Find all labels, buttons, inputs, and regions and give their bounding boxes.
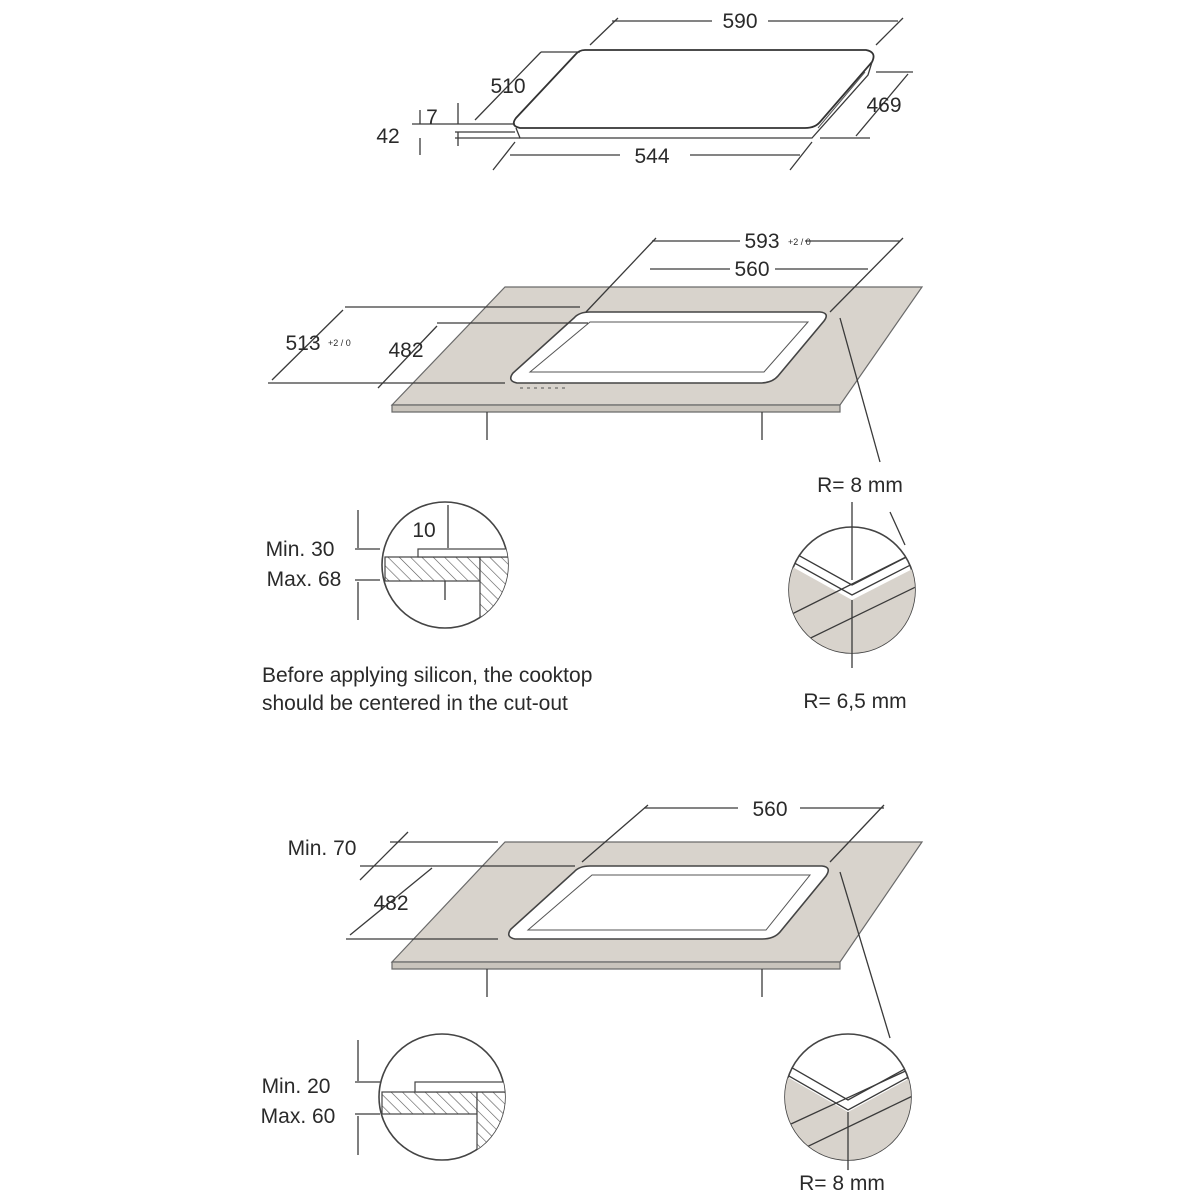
dim-glass-thickness: 7 xyxy=(426,106,438,129)
cutout-hole xyxy=(509,311,828,384)
label-min-70: Min. 70 xyxy=(288,837,357,860)
label-min-30: Min. 30 xyxy=(266,538,335,561)
dim-detail-10: 10 xyxy=(412,519,435,542)
dim-bottom-cutout-width: 560 xyxy=(752,798,787,821)
dim-height: 42 xyxy=(376,125,399,148)
label-radius-bottom: R= 8 mm xyxy=(799,1172,885,1195)
dim-cutout-outer-depth: 513 xyxy=(285,332,320,355)
hob-glass xyxy=(512,49,875,129)
hob-dimension-drawing: 590 510 469 544 7 42 xyxy=(376,10,913,171)
dim-bottom-depth: 469 xyxy=(866,94,901,117)
tol-outer-width: +2 / 0 xyxy=(788,237,811,247)
hob-body xyxy=(515,61,873,139)
dim-bottom-cutout-depth: 482 xyxy=(373,892,408,915)
worktop-bottom-front-edge xyxy=(391,961,841,970)
worktop-front-edge xyxy=(391,404,841,413)
tol-outer-depth: +2 / 0 xyxy=(328,338,351,348)
dim-cutout-inner-width: 560 xyxy=(734,258,769,281)
radius-detail-top: R= 6,5 mm xyxy=(788,502,916,713)
worktop-detail-top: 10 Min. 30 Max. 68 xyxy=(266,501,509,629)
dim-depth: 510 xyxy=(490,75,525,98)
cutout-hole-bottom xyxy=(507,865,830,940)
radius-detail-bottom: R= 8 mm xyxy=(784,1033,912,1195)
dim-width: 590 xyxy=(722,10,757,33)
dim-cutout-inner-depth: 482 xyxy=(388,339,423,362)
label-max-60: Max. 60 xyxy=(261,1105,336,1128)
dim-cutout-outer-width: 593 xyxy=(744,230,779,253)
cutout-drawing-top: 593 +2 / 0 560 513 +2 / 0 482 R= 8 mm xyxy=(268,230,924,497)
note-line-2: should be centered in the cut-out xyxy=(262,692,568,715)
dim-bottom-width: 544 xyxy=(634,145,669,168)
label-max-68: Max. 68 xyxy=(267,568,342,591)
label-radius-inner: R= 6,5 mm xyxy=(803,690,906,713)
label-radius-outer: R= 8 mm xyxy=(817,474,903,497)
cutout-drawing-bottom: 560 Min. 70 482 xyxy=(288,798,924,1039)
note-line-1: Before applying silicon, the cooktop xyxy=(262,664,592,687)
worktop-detail-bottom: Min. 20 Max. 60 xyxy=(261,1033,506,1161)
label-min-20: Min. 20 xyxy=(262,1075,331,1098)
